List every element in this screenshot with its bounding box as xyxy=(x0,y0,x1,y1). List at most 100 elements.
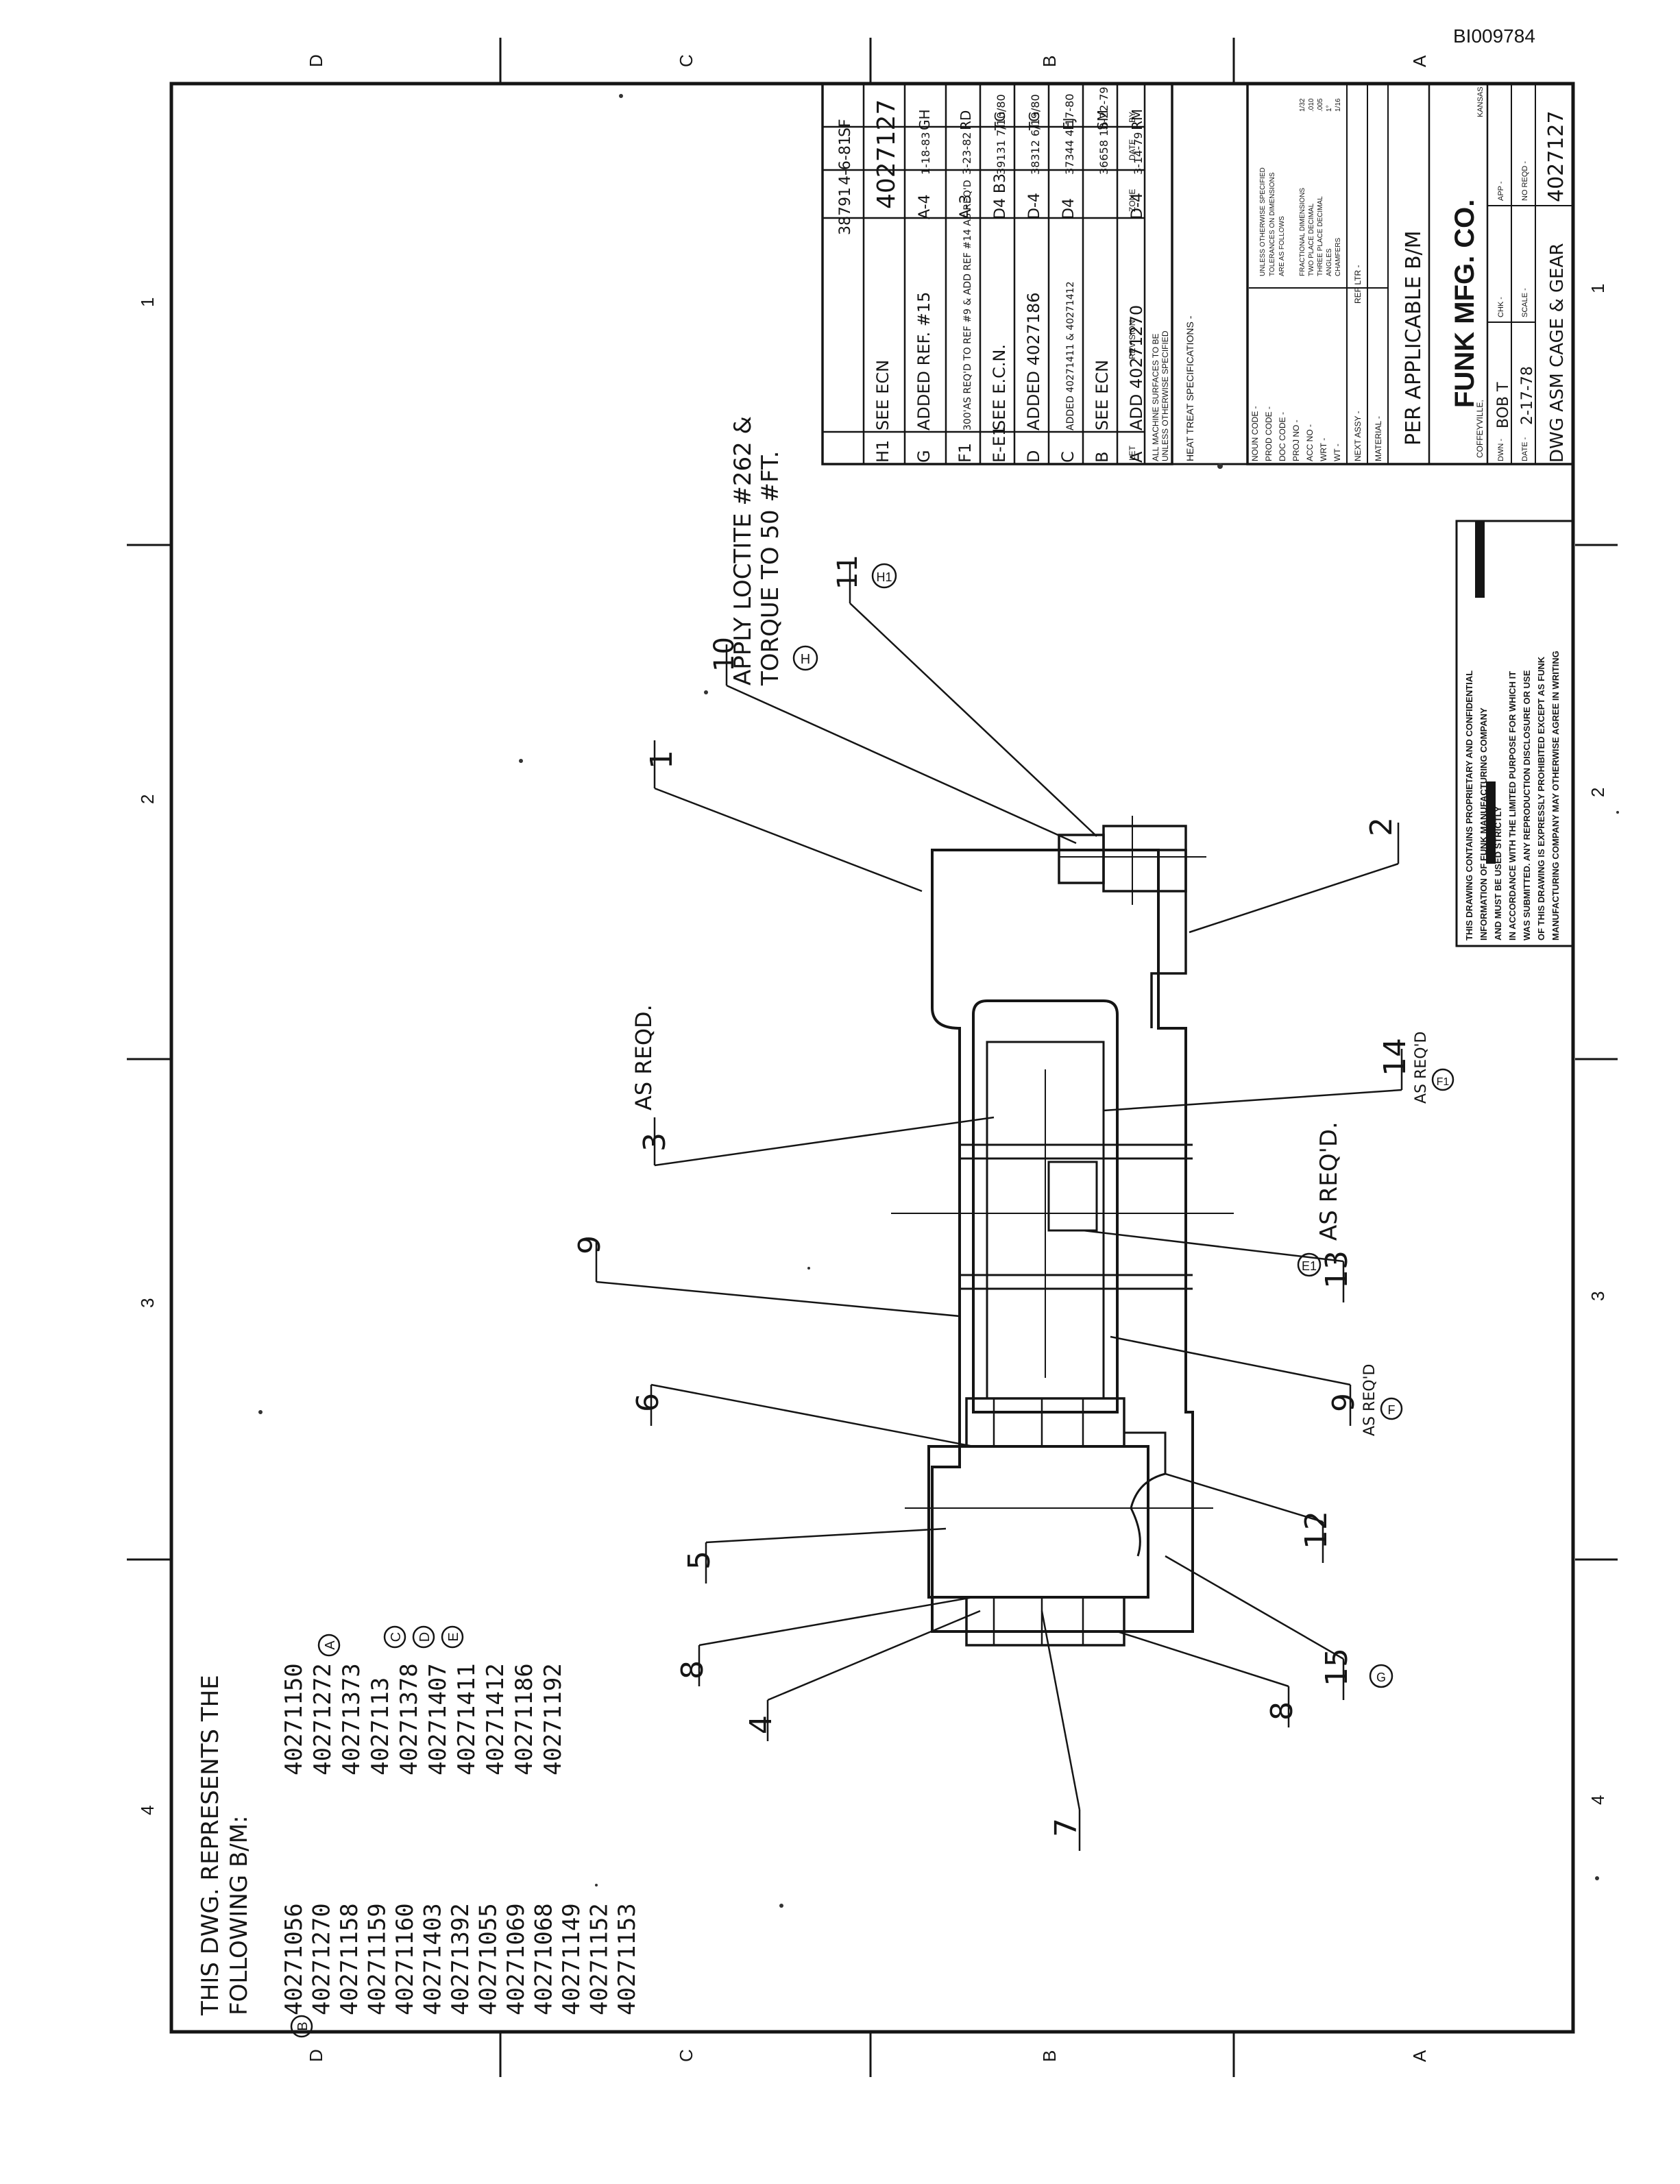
strip-part-number: 4027127 xyxy=(873,99,901,209)
revision-date: 37344 4-17-80 xyxy=(1063,94,1076,175)
callout-9a: 9 xyxy=(572,1235,607,1254)
left-zone-markers: 1 2 3 4 xyxy=(127,298,170,1815)
tol-value-1: 1/32 xyxy=(1299,98,1306,112)
heat-treat-label: HEAT TREAT SPECIFICATIONS - xyxy=(1184,315,1195,461)
bom-marker-b: B xyxy=(290,2015,313,2038)
callout-13-rev: E1 xyxy=(1297,1252,1322,1277)
bolt-head xyxy=(1102,825,1187,893)
callout-11: 11 xyxy=(832,555,864,590)
proj-no: PROJ NO - xyxy=(1291,420,1301,461)
revision-date: 3-23-82 xyxy=(960,132,973,175)
material-label: MATERIAL - xyxy=(1374,416,1383,461)
revision-chg: D-4 xyxy=(1129,193,1146,219)
confidential-line: IN ACCORDANCE WITH THE LIMITED PURPOSE F… xyxy=(1507,671,1518,941)
noun-code: NOUN CODE - xyxy=(1250,406,1260,461)
strip-date: 4-6-81 xyxy=(837,136,854,185)
bom-marker-a: A xyxy=(317,1634,341,1657)
zone-top-d: D xyxy=(306,54,326,67)
bom-number-col2: 40271150 xyxy=(280,1663,308,1775)
revision-by: TG xyxy=(992,111,1008,131)
callout-14-rev-text: F1 xyxy=(1437,1076,1450,1088)
revision-ltr: G xyxy=(914,450,934,463)
zone-bottom-b: B xyxy=(1039,2050,1060,2062)
callout-9b-rev-text: F xyxy=(1388,1403,1396,1417)
confidential-line: WAS SUBMITTED. ANY REPRODUCTION DISCLOSU… xyxy=(1522,670,1532,941)
rev-header-desc: REVISION xyxy=(1128,320,1137,359)
revision-by: GH xyxy=(916,109,933,130)
bom-marker-e: E xyxy=(441,1625,464,1649)
company-name: FUNK MFG. CO. xyxy=(1450,199,1480,408)
revision-desc: SEE E.C.N. xyxy=(990,344,1009,430)
callout-3: 3 xyxy=(637,1132,672,1152)
no-reqd-label: NO REQD - xyxy=(1521,161,1529,201)
bom-number-col1: 40271392 xyxy=(447,1903,474,2015)
zone-right-2: 2 xyxy=(1587,788,1608,797)
wrt: WRT - xyxy=(1319,438,1328,461)
scale-label: SCALE - xyxy=(1521,288,1529,317)
callout-7: 7 xyxy=(1049,1818,1084,1837)
scan-specks xyxy=(258,94,1619,1908)
bom-number-col2: 40271411 xyxy=(453,1663,480,1775)
material-value: PER APPLICABLE B/M xyxy=(1402,230,1426,446)
zone-bottom-c: C xyxy=(676,2049,696,2062)
callout-10-note-2: TORQUE TO 50 #FT. xyxy=(757,451,784,687)
callout-13-note: AS REQ'D. xyxy=(1315,1121,1343,1241)
revision-desc: SEE ECN xyxy=(1093,360,1112,430)
callout-15-rev-text: G xyxy=(1376,1671,1386,1684)
zone-left-3: 3 xyxy=(137,1298,158,1308)
bom-number-col1: 40271069 xyxy=(502,1903,530,2015)
zone-left-4: 4 xyxy=(137,1806,158,1815)
revision-ltr: H1 xyxy=(873,440,892,463)
bom-number-col1: 40271158 xyxy=(336,1903,363,2015)
bearing-lower xyxy=(965,1596,1125,1647)
revision-by: RM xyxy=(1129,109,1145,130)
revision-ltr: B xyxy=(1093,452,1112,463)
revision-date: 1-18-83 xyxy=(919,132,932,175)
drawing-number: 4027127 xyxy=(1544,110,1568,202)
revision-desc: ADDED 40271411 & 40271412 xyxy=(1065,281,1076,430)
callout-11-rev: H1 xyxy=(871,563,897,589)
revision-desc: ADD 40271270 xyxy=(1127,305,1146,430)
bom-number-col1: 40271068 xyxy=(531,1903,558,2015)
zone-top-c: C xyxy=(676,54,696,67)
tol-value-5: 1/16 xyxy=(1335,98,1342,112)
tol-value-4: 1° xyxy=(1326,105,1333,112)
approval-rows: DWN - BOB T CHK - APP - DATE - 2-17-78 S… xyxy=(1487,84,1536,464)
strip-by: SF xyxy=(837,119,854,137)
bom-marker-c-text: C xyxy=(389,1632,404,1642)
revision-desc: 300'AS REQ'D TO REF #9 & ADD REF #14 AS … xyxy=(962,180,973,430)
callout-10-rev: H xyxy=(792,645,818,671)
drawn-value: BOB T xyxy=(1495,382,1512,428)
revision-date: 36658 10-22-79 xyxy=(1097,86,1110,175)
right-zone-markers: 1 2 3 4 xyxy=(1575,284,1618,1805)
callout-15-rev: G xyxy=(1369,1664,1393,1688)
zone-bottom-a: A xyxy=(1409,2050,1430,2062)
prod-code: PROD CODE - xyxy=(1264,407,1274,461)
tol-line-4: ANGLES xyxy=(1326,248,1333,276)
bom-number-col1: 40271403 xyxy=(419,1903,447,2015)
wt: WT - xyxy=(1332,444,1342,461)
revision-date: 38312 6/19/80 xyxy=(1029,94,1042,175)
cage-body xyxy=(972,999,1119,1413)
bom-number-col2: 40271407 xyxy=(424,1663,452,1775)
revision-chg: D4 B3 xyxy=(992,173,1009,219)
nut xyxy=(1058,834,1105,884)
bom-number-col2: 40271373 xyxy=(338,1663,365,1775)
bom-number-col1: 40271056 xyxy=(280,1903,308,2015)
rev-header-zone: ZONE xyxy=(1128,189,1137,212)
pin-breakout xyxy=(1124,1431,1167,1557)
confidential-line: MANUFACTURING COMPANY MAY OTHERWISE AGRE… xyxy=(1550,651,1561,941)
machine-note-1: ALL MACHINE SURFACES TO BE xyxy=(1151,334,1160,462)
revision-desc: ADDED REF. #15 xyxy=(914,292,934,430)
tol-header-1: UNLESS OTHERWISE SPECIFIED xyxy=(1259,167,1267,276)
tol-value-2: .010 xyxy=(1308,98,1315,112)
confidential-line: INFORMATION OF FUNK MANUFACTURING COMPAN… xyxy=(1478,707,1489,941)
revision-by: RD xyxy=(958,110,974,130)
zone-bottom-d: D xyxy=(306,2049,326,2062)
revision-ltr: A xyxy=(1127,451,1146,463)
